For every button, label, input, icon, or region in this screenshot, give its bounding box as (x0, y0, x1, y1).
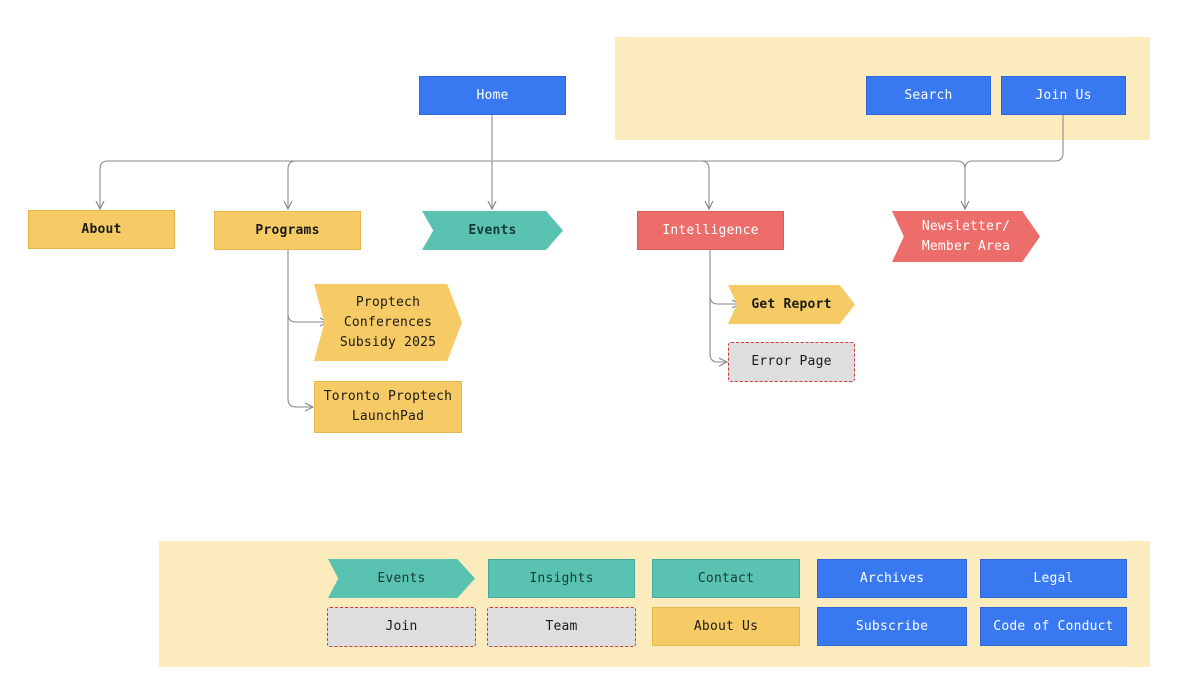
footer-code-of-conduct-link[interactable]: Code of Conduct (980, 607, 1127, 646)
footer-subscribe-link[interactable]: Subscribe (817, 607, 967, 646)
proptech-label-line3: Subsidy 2025 (339, 334, 437, 350)
connector-to-error-page (709, 296, 727, 362)
footer-events-link[interactable]: Events (328, 559, 475, 598)
newsletter-label-line1: Newsletter/ (921, 218, 1011, 234)
events-node[interactable]: Events (422, 211, 563, 250)
launchpad-label-line1: Toronto Proptech (323, 389, 453, 404)
join-us-button[interactable]: Join Us (1001, 76, 1126, 115)
connector-to-programs (288, 160, 297, 209)
connector-joinus-newsletter (964, 115, 1064, 170)
connector-to-newsletter (956, 160, 965, 209)
get-report-node[interactable]: Get Report (728, 285, 855, 324)
footer-team-link[interactable]: Team (487, 607, 636, 647)
connector-to-launchpad (287, 314, 313, 407)
proptech-label-line1: Proptech (355, 294, 421, 310)
footer-insights-link[interactable]: Insights (488, 559, 635, 598)
newsletter-label-line2: Member Area (921, 238, 1011, 254)
about-node[interactable]: About (28, 210, 175, 249)
footer-contact-link[interactable]: Contact (652, 559, 800, 598)
proptech-conferences-subsidy-node[interactable]: Proptech Conferences Subsidy 2025 (314, 284, 462, 361)
footer-archives-link[interactable]: Archives (817, 559, 967, 598)
home-button[interactable]: Home (419, 76, 566, 115)
proptech-label-line2: Conferences (343, 314, 433, 330)
footer-join-link[interactable]: Join (327, 607, 476, 647)
programs-node[interactable]: Programs (214, 211, 361, 250)
connector-to-about (100, 160, 109, 209)
error-page-node[interactable]: Error Page (728, 342, 855, 382)
newsletter-member-area-node[interactable]: Newsletter/ Member Area (892, 211, 1040, 262)
connector-to-intelligence (700, 160, 709, 209)
launchpad-label-line2: LaunchPad (351, 409, 425, 424)
footer-legal-link[interactable]: Legal (980, 559, 1127, 598)
search-button[interactable]: Search (866, 76, 991, 115)
toronto-proptech-launchpad-node[interactable]: Toronto Proptech LaunchPad (314, 381, 462, 433)
intelligence-node[interactable]: Intelligence (637, 211, 784, 250)
footer-about-us-link[interactable]: About Us (652, 607, 800, 646)
